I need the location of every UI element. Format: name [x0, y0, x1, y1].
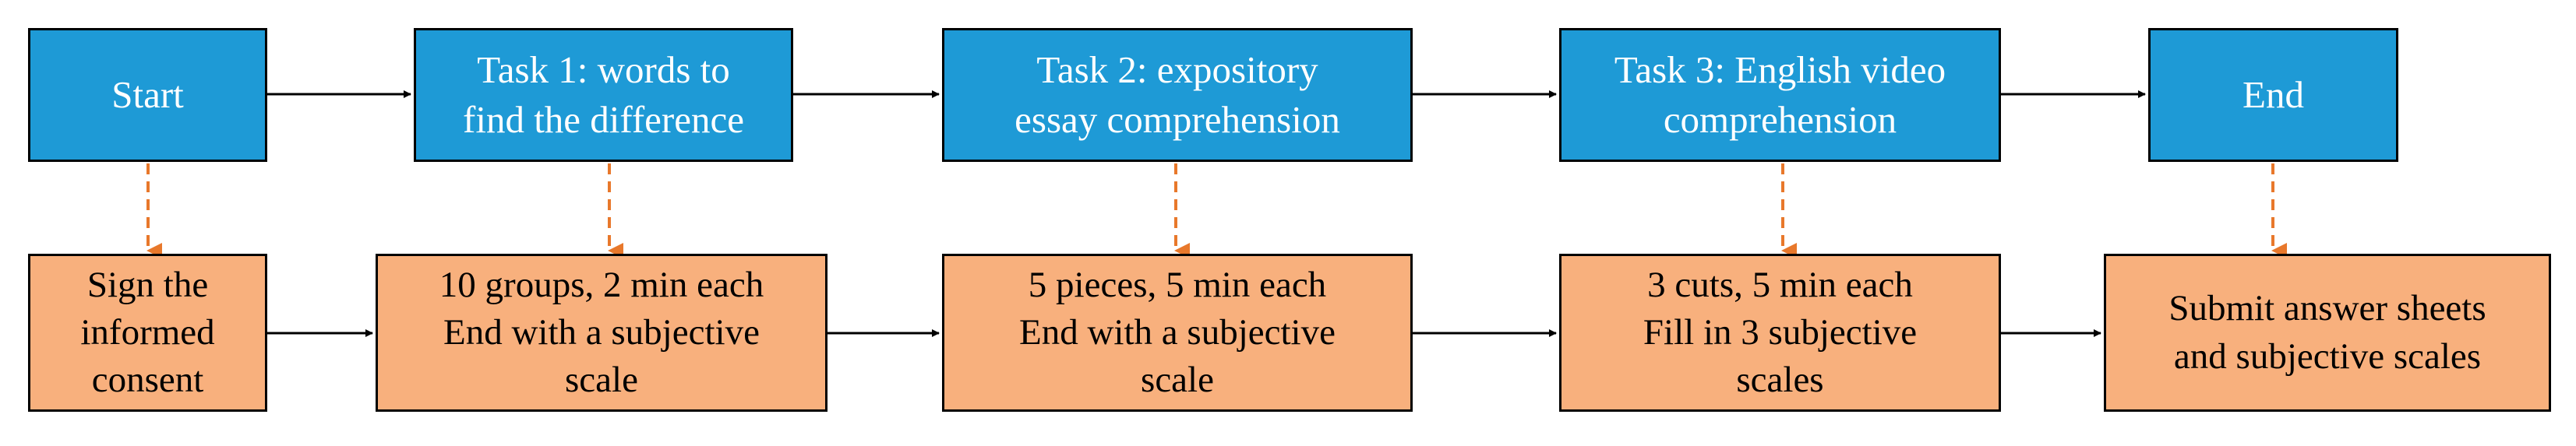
task2-label: Task 2: expository essay comprehension — [1015, 48, 1340, 141]
task1-label: Task 1: words to find the difference — [463, 48, 744, 141]
task3-label: Task 3: English video comprehension — [1614, 48, 1946, 141]
task3-detail-node: 3 cuts, 5 min each Fill in 3 subjective … — [1559, 254, 2001, 412]
submit-node: Submit answer sheets and subjective scal… — [2104, 254, 2551, 412]
task3-node: Task 3: English video comprehension — [1559, 28, 2001, 162]
task2-node: Task 2: expository essay comprehension — [942, 28, 1413, 162]
task2-detail-node: 5 pieces, 5 min each End with a subjecti… — [942, 254, 1413, 412]
consent-node: Sign the informed consent — [28, 254, 267, 412]
task1-node: Task 1: words to find the difference — [414, 28, 793, 162]
consent-label: Sign the informed consent — [80, 264, 215, 401]
task1-detail-label: 10 groups, 2 min each End with a subject… — [439, 264, 764, 401]
task1-detail-node: 10 groups, 2 min each End with a subject… — [376, 254, 827, 412]
task3-detail-label: 3 cuts, 5 min each Fill in 3 subjective … — [1643, 264, 1918, 401]
start-label: Start — [111, 73, 184, 117]
end-label: End — [2243, 73, 2304, 117]
submit-label: Submit answer sheets and subjective scal… — [2168, 288, 2486, 377]
task2-detail-label: 5 pieces, 5 min each End with a subjecti… — [1019, 264, 1336, 401]
start-node: Start — [28, 28, 267, 162]
end-node: End — [2148, 28, 2398, 162]
